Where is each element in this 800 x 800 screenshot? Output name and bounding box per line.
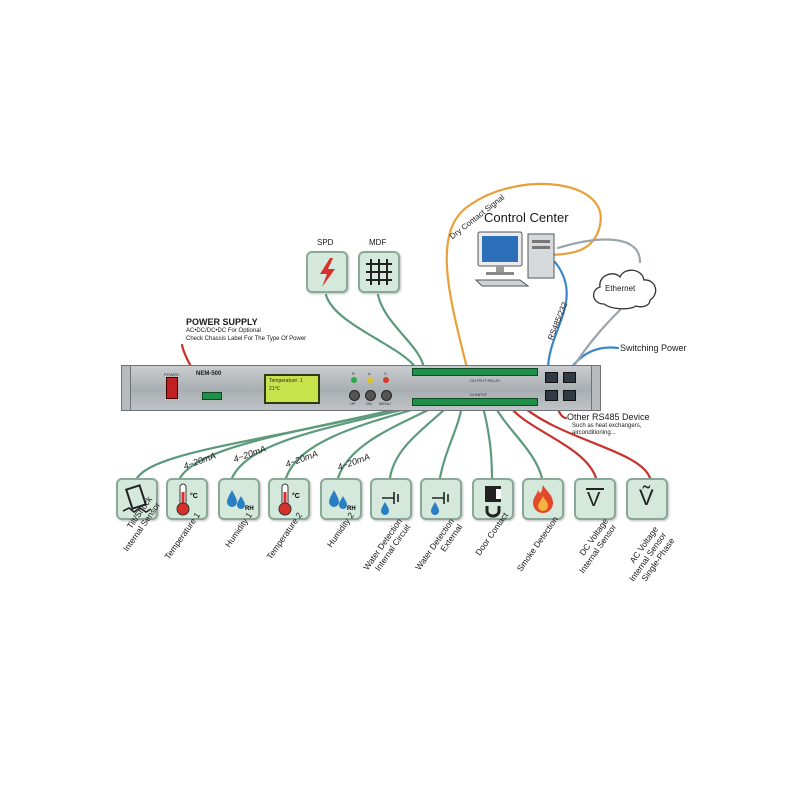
power-supply-title: POWER SUPPLY (186, 317, 258, 327)
wire-ac-voltage (518, 402, 652, 480)
down-button[interactable] (365, 390, 376, 401)
button-label-down: DN (366, 401, 372, 406)
humidity-1-unit: RH (245, 506, 254, 512)
mdf-tile (358, 251, 400, 293)
sensor-tile-temperature-2: °C (268, 478, 310, 520)
led-label-1: R (352, 371, 355, 376)
wire-sensor-8 (480, 402, 494, 480)
led-label-2: A (368, 371, 371, 376)
menu-button[interactable] (381, 390, 392, 401)
input-terminal-block (412, 398, 538, 406)
humidity-2-unit: RH (347, 506, 356, 512)
status-led-yellow (367, 377, 373, 383)
sensor-tile-ac-voltage: Ṽ (626, 478, 668, 520)
water-sensor-icon (381, 492, 399, 515)
power-supply-line-2: Check Chassis Label For The Type Of Powe… (186, 336, 307, 342)
desktop-computer-icon (474, 231, 555, 287)
ethernet-cloud-icon (593, 269, 657, 310)
wire-ethernet-2 (568, 308, 622, 374)
sensor-tile-humidity-2: RH (320, 478, 362, 520)
lcd-display: Temperature: 1 21℃ (264, 374, 320, 404)
thermometer-icon (176, 483, 190, 516)
sensor-tile-water-internal (370, 478, 412, 520)
status-led-green (351, 377, 357, 383)
dc-voltage-icon (586, 488, 604, 490)
other-rs485-line-2: airconditioning... (572, 430, 616, 436)
spd-label: SPD (317, 238, 334, 247)
water-drops-icon (227, 490, 245, 509)
led-label-3: S (384, 371, 387, 376)
wire-sensor-7 (438, 402, 464, 480)
sensor-tile-door-contact (472, 478, 514, 520)
water-sensor-icon (431, 492, 449, 515)
dc-voltage-symbol: V (587, 489, 601, 511)
wire-dc-voltage (506, 402, 598, 480)
output-relay-label: OUTPUT RELAY (470, 378, 501, 383)
spd-tile (306, 251, 348, 293)
up-button[interactable] (349, 390, 360, 401)
rj45-port-1 (545, 372, 558, 383)
power-label: POWER (164, 372, 180, 377)
door-magnet-icon (485, 486, 501, 518)
power-switch[interactable] (166, 377, 178, 399)
device-model: NEM-500 (196, 371, 222, 377)
button-label-up: UP (350, 401, 356, 406)
sensor-tile-smoke (522, 478, 564, 520)
rj45-port-2 (563, 372, 576, 383)
lightning-bolt-icon (320, 258, 335, 287)
sensor-tile-humidity-1: RH (218, 478, 260, 520)
temperature-1-unit: °C (190, 493, 198, 500)
wire-ethernet (556, 238, 642, 264)
button-label-menu: MENU (379, 401, 391, 406)
lcd-line-2: 21℃ (269, 386, 281, 392)
sensor-tile-dc-voltage: V (574, 478, 616, 520)
power-supply-line-1: AC•DC/DC•DC For Optional (186, 328, 261, 334)
water-drops-icon (329, 490, 347, 509)
status-led-red (383, 377, 389, 383)
output-terminal-block (412, 368, 538, 376)
wire-sensor-2 (178, 402, 422, 480)
other-rs485-line-1: Such as heat exchangers, (572, 423, 642, 429)
grid-icon (366, 259, 392, 285)
wire-sensor-9 (492, 402, 544, 480)
ac-voltage-symbol: Ṽ (639, 485, 654, 510)
other-rs485-title: Other RS485 Device (567, 412, 650, 422)
rj45-port-4 (563, 390, 576, 401)
di-input-label: DI INPUT (470, 392, 488, 397)
ethernet-label: Ethernet (605, 284, 636, 293)
wire-mdf (376, 293, 426, 370)
rj45-port-3 (545, 390, 558, 401)
sensor-tile-temperature-1: °C (166, 478, 208, 520)
control-center-label: Control Center (484, 210, 569, 225)
sensor-tile-tilt (116, 478, 158, 520)
lcd-line-1: Temperature: 1 (269, 378, 303, 384)
flame-icon (533, 485, 553, 513)
wire-sensor-3 (230, 402, 428, 480)
power-terminal (202, 392, 222, 400)
sensor-tile-water-external (420, 478, 462, 520)
mdf-label: MDF (369, 238, 387, 247)
wire-dry-contact (445, 182, 602, 374)
switching-power-label: Switching Power (620, 343, 687, 353)
thermometer-icon (278, 483, 292, 516)
temperature-2-unit: °C (292, 493, 300, 500)
wire-rs485 (546, 260, 568, 372)
wire-sensor-4 (284, 402, 434, 480)
tilt-sensor-icon (122, 484, 152, 513)
wire-spd (324, 293, 418, 370)
